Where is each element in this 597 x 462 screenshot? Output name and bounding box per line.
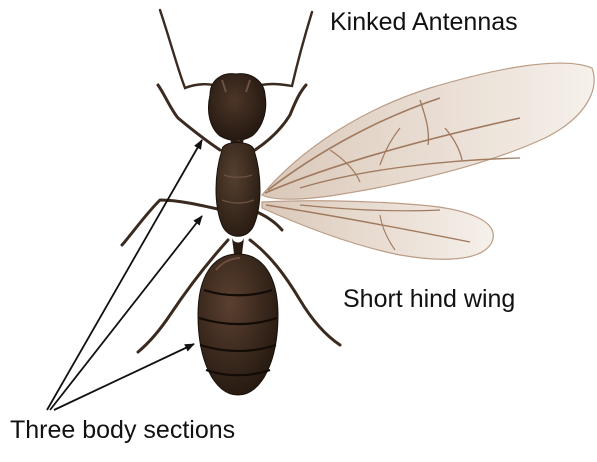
head xyxy=(208,74,265,141)
hind-wing-label: Short hind wing xyxy=(343,287,515,312)
pointer-to-head xyxy=(47,140,202,410)
forewing xyxy=(262,63,594,199)
pointer-to-thorax xyxy=(50,216,202,410)
hind-wing xyxy=(262,201,493,259)
body-sections-label: Three body sections xyxy=(10,418,235,443)
body-section-pointers xyxy=(47,140,202,410)
antennae-label: Kinked Antennas xyxy=(330,10,518,35)
thorax xyxy=(216,143,260,237)
